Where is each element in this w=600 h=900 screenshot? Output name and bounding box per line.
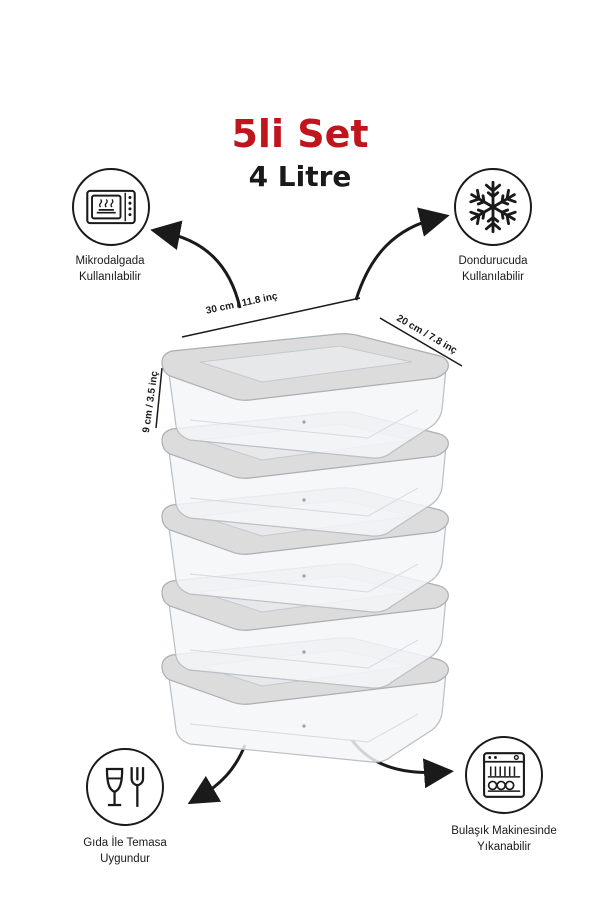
- width-dimension-line: [379, 317, 463, 367]
- microwave-icon: [86, 189, 136, 225]
- dishwasher-label-line1: Bulaşık Makinesinde: [451, 825, 557, 837]
- arrow-microwave: [150, 220, 242, 309]
- set-title: 5li Set: [231, 112, 369, 156]
- glass-fork-icon: [105, 767, 145, 807]
- dishwasher-badge: [465, 736, 543, 814]
- food-contact-label-line2: Uygundur: [100, 853, 150, 865]
- microwave-label-line1: Mikrodalgada: [75, 255, 145, 267]
- container-1: [161, 333, 449, 459]
- dishwasher-icon: [483, 752, 525, 798]
- snowflake-icon: [466, 180, 520, 234]
- food-contact-label-line1: Gıda İle Temasa: [83, 837, 167, 849]
- dishwasher-label-line2: Yıkanabilir: [477, 841, 531, 853]
- arrow-food-contact: [187, 744, 247, 805]
- dishwasher-label: Bulaşık Makinesinde Yıkanabilir: [434, 823, 574, 855]
- freezer-label-line2: Kullanılabilir: [461, 271, 524, 283]
- microwave-label: Mikrodalgada Kullanılabilir: [40, 253, 180, 285]
- microwave-badge: [72, 168, 150, 246]
- microwave-label-line2: Kullanılabilir: [78, 271, 141, 283]
- height-dimension-line: [155, 367, 163, 429]
- freezer-label: Dondurucuda Kullanılabilir: [423, 253, 563, 285]
- arrow-freezer: [354, 207, 450, 301]
- food-contact-badge: [86, 748, 164, 826]
- volume-title: 4 Litre: [248, 160, 352, 193]
- food-contact-label: Gıda İle Temasa Uygundur: [55, 835, 195, 867]
- freezer-badge: [454, 168, 532, 246]
- freezer-label-line1: Dondurucuda: [458, 255, 528, 267]
- length-dimension-line: [181, 297, 361, 338]
